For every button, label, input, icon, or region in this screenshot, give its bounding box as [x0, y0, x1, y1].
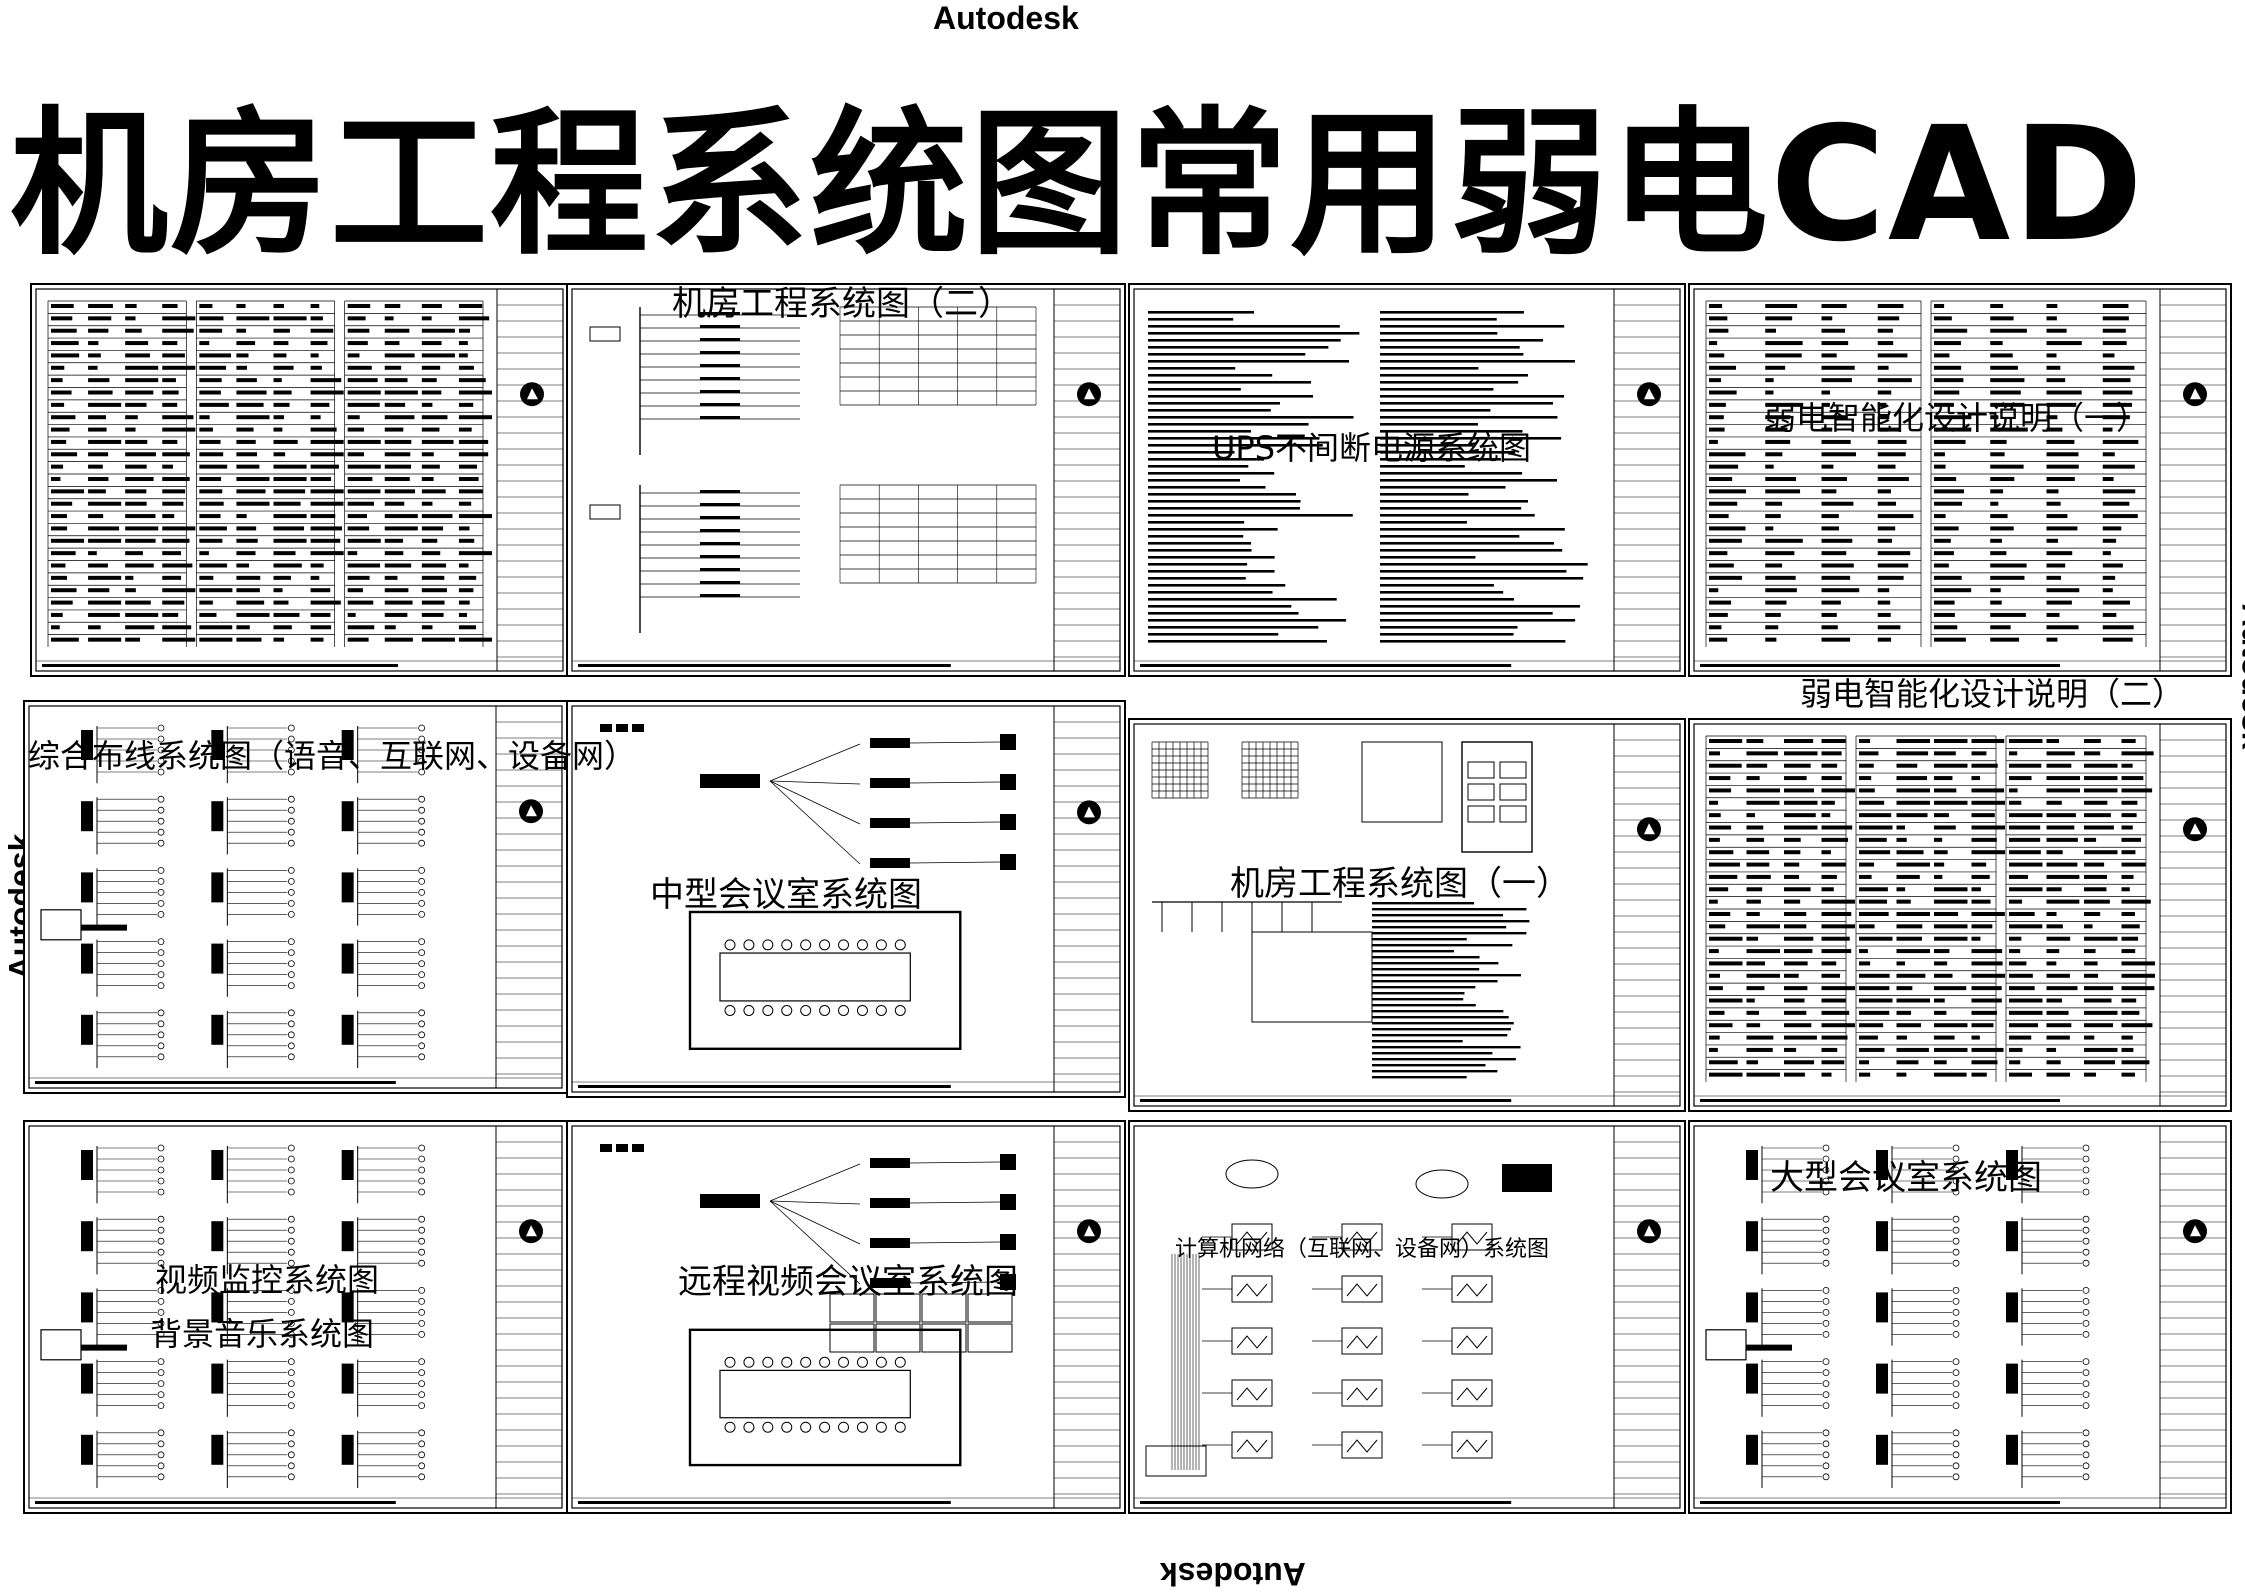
sheet-drawing — [571, 1125, 1121, 1509]
page-title: 机房工程系统图常用弱电CAD — [10, 93, 2146, 277]
sheet-drawing — [1133, 288, 1681, 672]
sheet-label: 中型会议室系统图 — [650, 875, 922, 915]
sheet-label: 远程视频会议室系统图 — [678, 1262, 1018, 1302]
drawing-sheet — [566, 1120, 1126, 1514]
sheet-label: 机房工程系统图（二） — [672, 284, 1012, 324]
sheet-drawing — [571, 705, 1121, 1093]
sheet-label: 计算机网络（互联网、设备网）系统图 — [1175, 1237, 1550, 1262]
sheet-drawing — [1133, 1125, 1681, 1509]
sheet-label: 视频监控系统图 — [155, 1261, 380, 1299]
drawing-sheet — [566, 283, 1126, 677]
sheet-drawing — [571, 288, 1121, 672]
drawing-sheet — [1688, 718, 2232, 1112]
sheet-label: 大型会议室系统图 — [1770, 1158, 2042, 1198]
drawing-sheet — [23, 1120, 568, 1514]
drawing-sheet — [1688, 1120, 2232, 1514]
sheet-label: 综合布线系统图（语音、互联网、设备网） — [28, 737, 637, 775]
drawing-sheet — [1688, 283, 2232, 677]
drawing-sheet — [1128, 1120, 1686, 1514]
sheet-label: 弱电智能化设计说明（一） — [1764, 399, 2149, 437]
drawing-sheet — [1128, 718, 1686, 1112]
sheet-drawing — [1133, 723, 1681, 1107]
watermark-top: Autodesk — [933, 0, 1079, 36]
sheet-drawing — [35, 288, 564, 672]
sheet-label: UPS不间断电源系统图 — [1212, 429, 1532, 467]
drawing-sheet — [566, 700, 1126, 1098]
watermark-bottom: Autodesk — [1160, 1556, 1306, 1592]
watermark-right: Autodesk — [2235, 603, 2245, 750]
sheet-drawing — [1693, 288, 2227, 672]
sheet-drawing — [1693, 1125, 2227, 1509]
sheet-label: 弱电智能化设计说明（二） — [1800, 675, 2185, 713]
sheet-label: 背景音乐系统图 — [150, 1315, 375, 1353]
sheet-drawing — [1693, 723, 2227, 1107]
sheet-drawing — [28, 705, 563, 1089]
drawing-sheet — [23, 700, 568, 1094]
sheet-label: 机房工程系统图（一） — [1230, 864, 1570, 904]
drawing-sheet — [1128, 283, 1686, 677]
drawing-sheet — [30, 283, 569, 677]
sheet-drawing — [28, 1125, 563, 1509]
